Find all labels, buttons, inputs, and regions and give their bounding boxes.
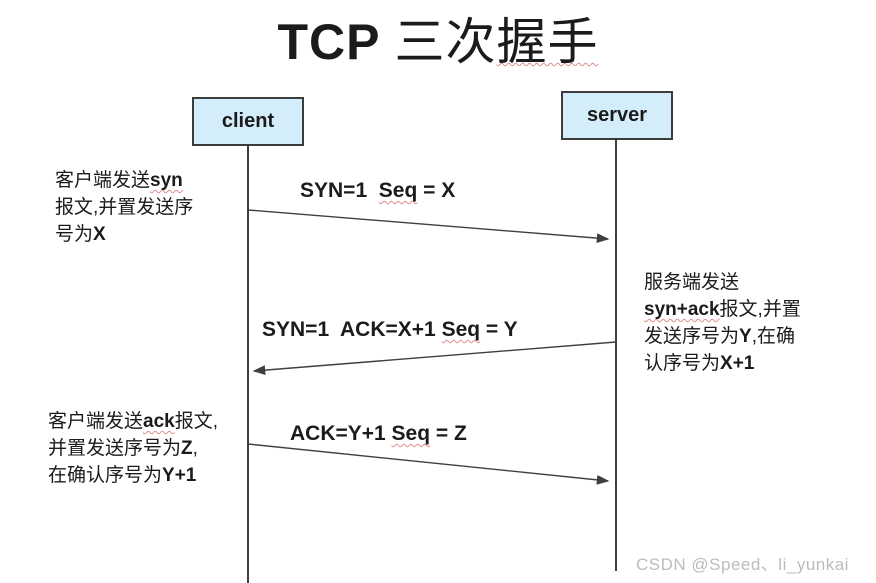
- client-actor-box: client: [192, 97, 304, 146]
- annotation-line: 客户端发送syn: [55, 170, 183, 191]
- annotation-line: 在确认序号为Y+1: [48, 465, 197, 486]
- syn-ack-message-label: SYN=1 ACK=X+1 Seq = Y: [262, 318, 518, 342]
- ack-message-label: ACK=Y+1 Seq = Z: [290, 422, 467, 446]
- syn-ack-arrow: [252, 341, 617, 375]
- syn-ack-label-pre: SYN=1 ACK=X+1: [262, 318, 442, 341]
- ack-label-pre: ACK=Y+1: [290, 422, 392, 445]
- annotation-line: syn+ack报文,并置: [644, 299, 801, 320]
- server-label: server: [586, 104, 648, 126]
- title-cn: 三次: [394, 14, 497, 70]
- syn-ack-label-post: = Y: [480, 318, 518, 341]
- title-en: TCP: [277, 14, 395, 70]
- annotation-line: 并置发送序号为Z,: [48, 438, 198, 459]
- syn-label-pre: SYN=1: [300, 179, 379, 202]
- annotation-line: 认序号为X+1: [644, 353, 755, 374]
- client-ack-annotation: 客户端发送ack报文, 并置发送序号为Z, 在确认序号为Y+1: [48, 408, 218, 489]
- server-actor-box: server: [561, 91, 673, 140]
- page-title: TCP 三次握手: [0, 12, 876, 72]
- server-syn-ack-annotation: 服务端发送 syn+ack报文,并置 发送序号为Y,在确 认序号为X+1: [644, 269, 801, 377]
- syn-message-label: SYN=1 Seq = X: [300, 179, 455, 203]
- syn-arrow: [247, 209, 610, 243]
- ack-label-post: = Z: [430, 422, 467, 445]
- syn-ack-label-seq: Seq: [441, 318, 481, 341]
- ack-label-seq: Seq: [391, 422, 431, 445]
- annotation-line: 发送序号为Y,在确: [644, 326, 795, 347]
- annotation-line: 号为X: [55, 224, 106, 245]
- syn-label-seq: Seq: [378, 179, 418, 202]
- client-syn-annotation: 客户端发送syn 报文,并置发送序 号为X: [55, 167, 193, 248]
- csdn-watermark: CSDN @Speed、li_yunkai: [636, 555, 849, 574]
- ack-arrow: [247, 443, 610, 485]
- client-label: client: [221, 110, 275, 132]
- annotation-line: 服务端发送: [644, 272, 740, 293]
- annotation-line: 报文,并置发送序: [55, 197, 194, 218]
- title-cn-wavy: 握手: [496, 14, 599, 70]
- syn-label-post: = X: [417, 179, 456, 202]
- annotation-line: 客户端发送ack报文,: [48, 411, 218, 432]
